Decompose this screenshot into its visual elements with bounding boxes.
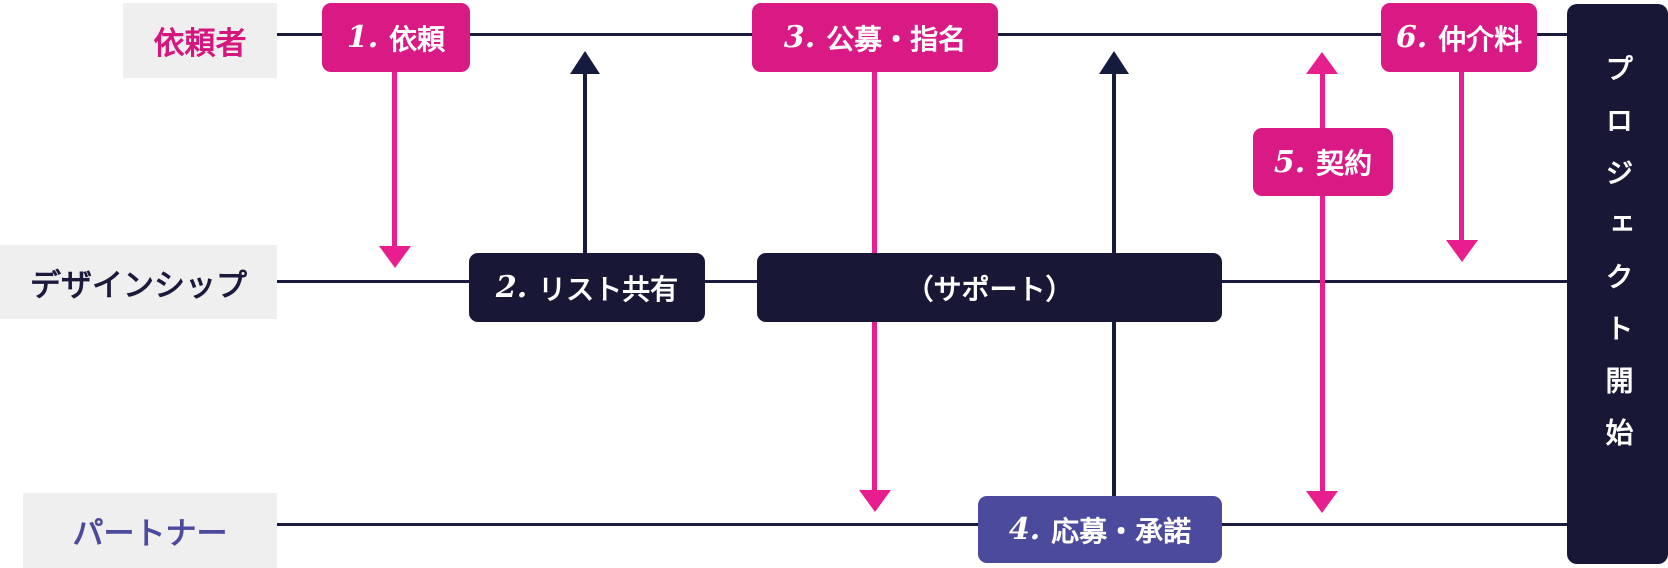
arrow-5-stem (1320, 74, 1325, 491)
step-3-number: 3. (783, 20, 816, 55)
arrow-3-down-head-icon (859, 490, 891, 512)
step-box-1-request: 1. 依頼 (322, 3, 470, 72)
arrow-5-down-head-icon (1306, 491, 1338, 513)
support-label: （サポート） (905, 273, 1074, 305)
step-6-label: 仲介料 (1438, 23, 1523, 55)
step-4-label: 応募・承諾 (1051, 515, 1192, 547)
step-box-3-open-call-nomination: 3. 公募・指名 (752, 3, 998, 72)
step-box-4-apply-accept: 4. 応募・承諾 (978, 496, 1222, 563)
step-box-5-contract: 5. 契約 (1253, 128, 1393, 196)
arrow-2-stem (583, 73, 587, 253)
step-2-label: リスト共有 (538, 273, 679, 305)
arrow-1-stem (392, 72, 397, 247)
arrow-6-stem (1459, 71, 1464, 240)
step-box-6-brokerage-fee: 6. 仲介料 (1381, 3, 1537, 72)
step-5-label: 契約 (1316, 148, 1373, 179)
arrow-5-up-head-icon (1306, 52, 1338, 74)
support-box: （サポート） (757, 253, 1222, 322)
step-2-number: 2. (495, 270, 528, 305)
lane-label-client: 依頼者 (123, 3, 277, 78)
step-1-number: 1. (346, 20, 379, 55)
arrow-4-up-head-icon (1099, 51, 1129, 74)
step-box-2-list-share: 2. リスト共有 (469, 253, 705, 322)
goal-label: プロジェクト開始 (1602, 54, 1634, 470)
lane-label-client-text: 依頼者 (153, 26, 247, 61)
step-3-label: 公募・指名 (826, 23, 967, 55)
step-6-number: 6. (1395, 20, 1428, 55)
lane-label-designship-text: デザインシップ (30, 267, 247, 303)
step-4-number: 4. (1008, 512, 1041, 547)
step-5-number: 5. (1273, 144, 1306, 180)
step-1-label: 依頼 (389, 23, 446, 55)
arrow-2-up-head-icon (570, 51, 600, 74)
lane-label-partner: パートナー (23, 493, 277, 568)
lane-line-partner (277, 523, 1567, 526)
goal-box-project-start: プロジェクト開始 (1567, 4, 1668, 564)
arrow-1-down-head-icon (379, 246, 411, 268)
lane-label-partner-text: パートナー (72, 516, 228, 551)
lane-label-designship: デザインシップ (0, 245, 277, 319)
arrow-6-down-head-icon (1446, 240, 1478, 262)
